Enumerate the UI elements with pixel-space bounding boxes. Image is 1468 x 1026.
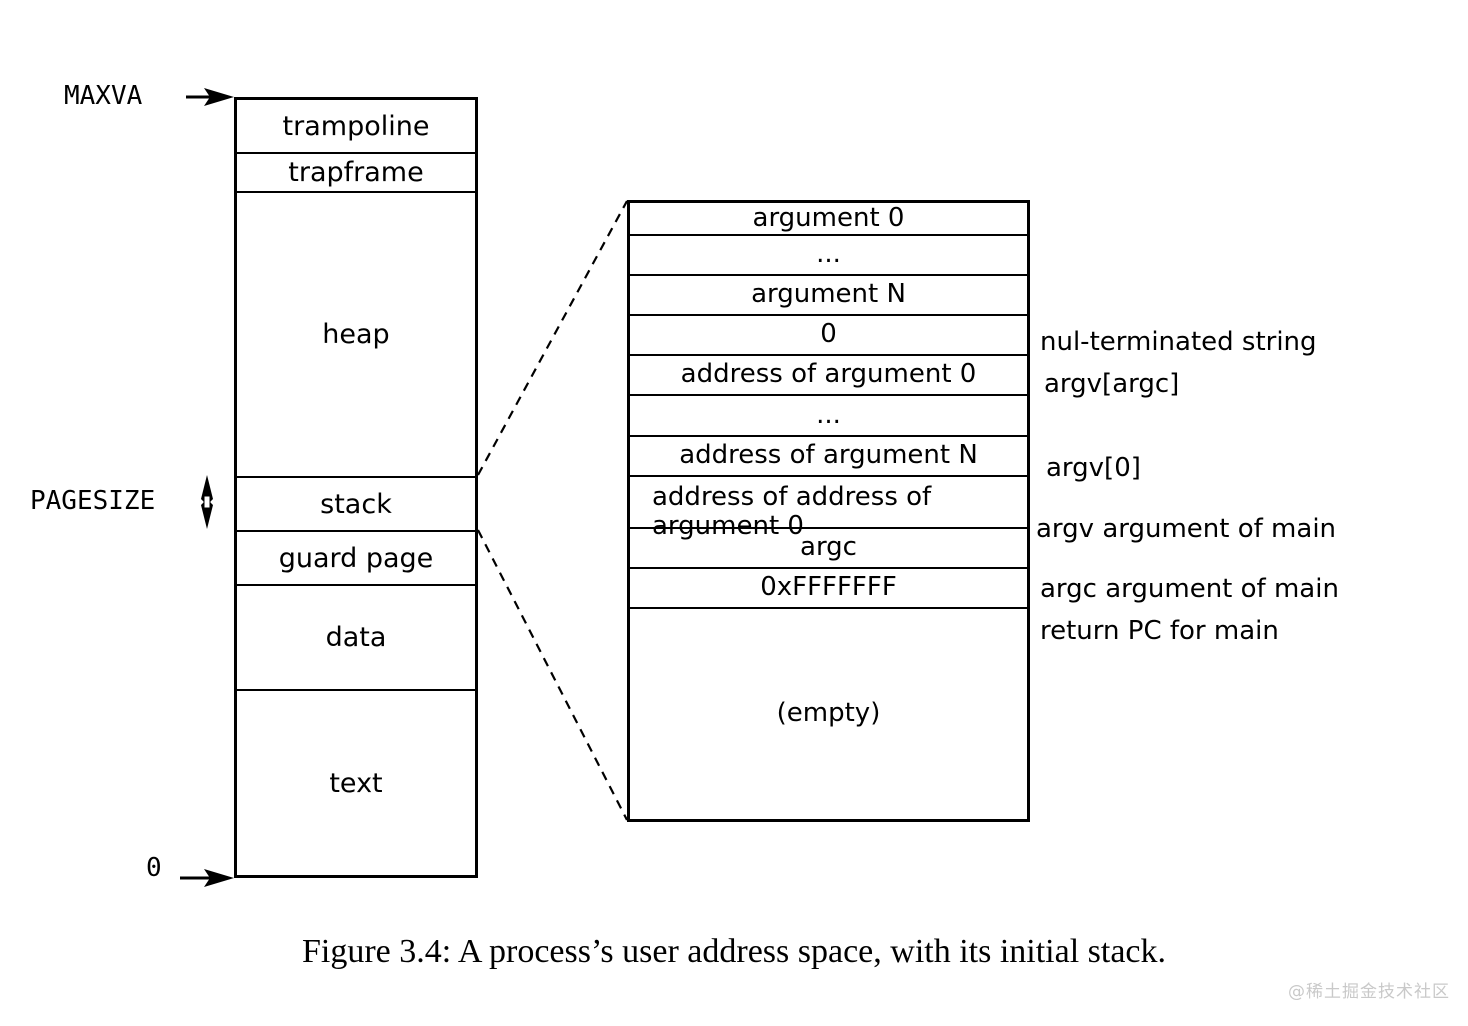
stack-row-return-pc: 0xFFFFFFF: [630, 569, 1027, 609]
region-label-text: text: [329, 767, 383, 799]
address-space-region-trampoline: trampoline: [237, 100, 475, 154]
maxva-arrow-icon: [186, 88, 234, 106]
address-space-region-trapframe: trapframe: [237, 154, 475, 193]
region-label-trapframe: trapframe: [288, 157, 424, 188]
stack-row-label: ...: [816, 239, 841, 270]
maxva-text: MAXVA: [64, 81, 143, 111]
address-space-region-stack: stack: [237, 478, 475, 532]
maxva-label: MAXVA: [64, 83, 142, 109]
stack-row-address-of-argument-0: address of argument 0: [630, 356, 1027, 396]
stack-row-label: 0xFFFFFFF: [760, 572, 897, 603]
address-space-column: trampoline trapframe heap stack guard pa…: [234, 97, 478, 878]
zero-address-text: 0: [146, 853, 162, 883]
stack-row-label: ...: [816, 399, 841, 430]
annotation-text: argv[0]: [1046, 453, 1141, 483]
stack-row-label: argument 0: [752, 202, 905, 233]
connector-line-upper: [477, 200, 628, 476]
figure-caption: Figure 3.4: A process’s user address spa…: [0, 932, 1468, 973]
stack-row-argument-n: argument N: [630, 276, 1027, 316]
stack-row-ellipsis-pointers: ...: [630, 396, 1027, 437]
zero-address-label: 0: [146, 855, 162, 881]
pagesize-label: PAGESIZE: [30, 488, 155, 514]
annotation-argv-argument-of-main: argv argument of main: [1036, 516, 1336, 542]
zero-address-arrow-icon: [180, 869, 234, 887]
stack-row-label: argc: [800, 532, 857, 563]
initial-stack-table: argument 0 ... argument N 0 address of a…: [627, 200, 1030, 822]
annotation-nul-terminated-string: nul-terminated string: [1040, 329, 1317, 355]
address-space-region-guard-page: guard page: [237, 532, 475, 586]
pagesize-double-arrow-icon: [201, 475, 213, 529]
address-space-region-heap: heap: [237, 193, 475, 478]
stack-row-address-of-address-of-argument-0: address of address of argument 0: [630, 477, 1027, 541]
stack-row-ellipsis-strings: ...: [630, 236, 1027, 276]
region-label-trampoline: trampoline: [282, 110, 430, 142]
watermark-text: @稀土掘金技术社区: [1288, 982, 1450, 1002]
pagesize-text: PAGESIZE: [30, 486, 156, 516]
watermark: @稀土掘金技术社区: [1288, 977, 1450, 1002]
stack-row-label: address of argument 0: [680, 359, 977, 390]
region-label-data: data: [325, 622, 387, 653]
stack-row-label: (empty): [776, 698, 881, 729]
annotation-argc-argument-of-main: argc argument of main: [1040, 576, 1339, 602]
annotation-text: argv argument of main: [1036, 514, 1337, 544]
stack-row-label: 0: [820, 319, 837, 350]
stack-row-label: address of address of argument 0: [652, 482, 932, 542]
annotation-argv-0: argv[0]: [1046, 455, 1141, 481]
address-space-region-data: data: [237, 586, 475, 691]
connector-line-lower: [477, 529, 628, 821]
region-label-guard-page: guard page: [278, 542, 434, 574]
annotation-text: return PC for main: [1040, 616, 1279, 646]
stack-row-argument-0: argument 0: [630, 203, 1027, 236]
region-label-heap: heap: [322, 319, 390, 350]
stack-row-empty: (empty): [630, 609, 1027, 819]
region-label-stack: stack: [320, 488, 392, 520]
annotation-text: argv[argc]: [1044, 369, 1180, 399]
annotation-argv-argc: argv[argc]: [1044, 371, 1179, 397]
stack-row-argc: argc: [630, 529, 1027, 569]
stack-row-null-terminator: 0: [630, 316, 1027, 356]
stack-row-label: address of argument N: [679, 440, 978, 471]
stack-row-address-of-argument-n: address of argument N: [630, 437, 1027, 477]
annotation-text: nul-terminated string: [1040, 327, 1317, 357]
figure-caption-text: Figure 3.4: A process’s user address spa…: [301, 933, 1167, 970]
annotation-text: argc argument of main: [1040, 574, 1339, 604]
annotation-return-pc-for-main: return PC for main: [1040, 618, 1279, 644]
stack-row-label: argument N: [751, 279, 906, 310]
address-space-region-text: text: [237, 691, 475, 875]
